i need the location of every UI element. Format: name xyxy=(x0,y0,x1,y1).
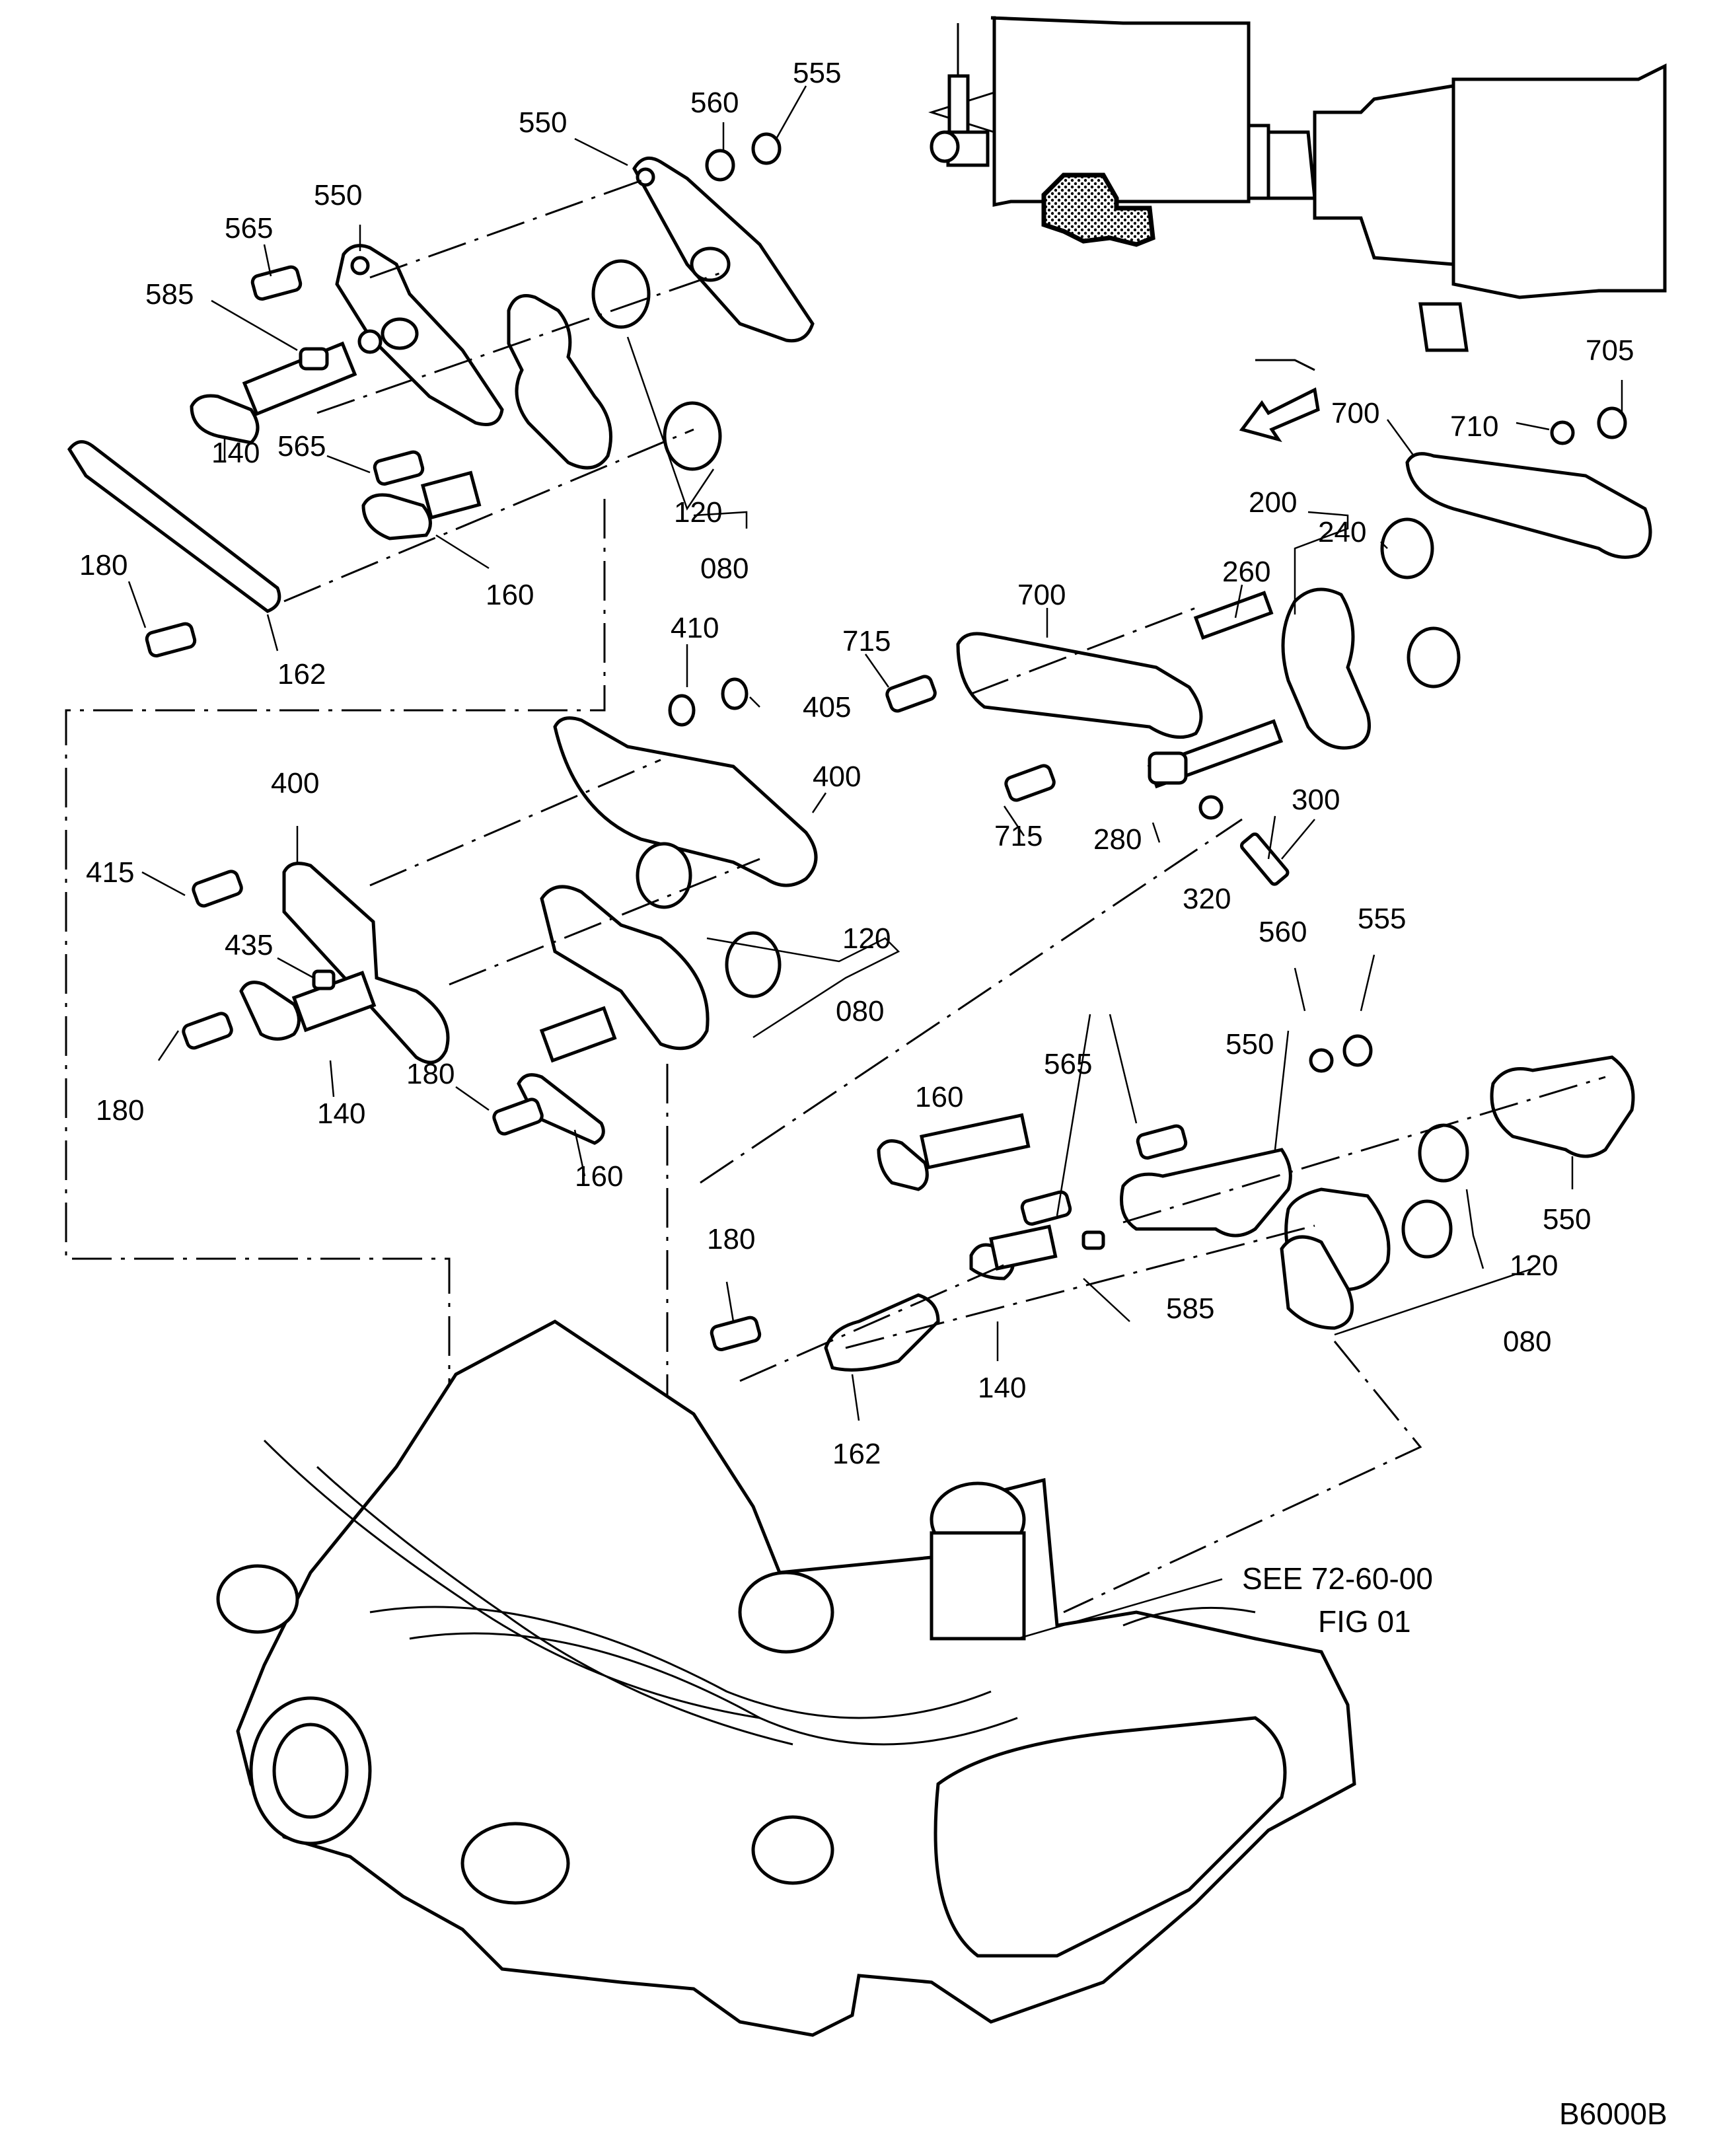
middle-left-mount-group xyxy=(182,677,818,1600)
callout-080: 080 xyxy=(1503,1325,1551,1358)
callout-715: 715 xyxy=(994,820,1043,852)
callout-700: 700 xyxy=(1017,579,1066,611)
callout-550: 550 xyxy=(314,179,362,211)
callout-585: 585 xyxy=(1166,1292,1214,1325)
callout-140: 140 xyxy=(211,437,260,469)
callout-180: 180 xyxy=(79,549,128,581)
location-arrow-icon xyxy=(1239,387,1320,443)
leader-lines xyxy=(128,85,1623,1421)
callout-400: 400 xyxy=(271,767,319,799)
callout-120: 120 xyxy=(674,496,722,529)
callout-180: 180 xyxy=(406,1058,455,1090)
callout-410: 410 xyxy=(671,612,719,644)
mount-location-highlight xyxy=(1041,172,1155,247)
callout-560: 560 xyxy=(690,87,739,119)
reference-note-line2: FIG 01 xyxy=(1318,1604,1411,1639)
callout-560: 560 xyxy=(1259,916,1307,948)
callout-140: 140 xyxy=(317,1097,365,1130)
callout-550: 550 xyxy=(1543,1203,1591,1236)
callout-120: 120 xyxy=(1510,1249,1558,1282)
callout-565: 565 xyxy=(1044,1048,1092,1080)
upper-left-mount-group xyxy=(65,132,815,1440)
lower-right-mount-group xyxy=(710,1034,1635,1614)
figure-id: B6000B xyxy=(1559,2097,1667,2131)
callout-550: 550 xyxy=(1226,1028,1274,1060)
callout-240: 240 xyxy=(1318,516,1366,548)
callout-415: 415 xyxy=(86,856,134,889)
callout-555: 555 xyxy=(793,57,841,89)
middle-right-mount-group xyxy=(700,406,1652,1184)
callout-400: 400 xyxy=(813,761,861,793)
link-part-080 xyxy=(507,294,612,470)
callout-585: 585 xyxy=(145,278,194,311)
callout-140: 140 xyxy=(978,1372,1026,1404)
callout-555: 555 xyxy=(1358,903,1406,935)
reference-note-line1: SEE 72-60-00 xyxy=(1242,1561,1433,1596)
callout-565: 565 xyxy=(225,212,273,244)
callout-labels: 550 560 555 550 565 585 565 140 120 080 … xyxy=(79,57,1667,2131)
callout-160: 160 xyxy=(486,579,534,611)
callout-162: 162 xyxy=(832,1438,881,1470)
callout-200: 200 xyxy=(1249,486,1297,519)
callout-320: 320 xyxy=(1183,883,1231,915)
callout-120: 120 xyxy=(842,922,891,955)
callout-080: 080 xyxy=(700,552,749,585)
callout-710: 710 xyxy=(1450,410,1498,443)
callout-080: 080 xyxy=(836,995,884,1027)
callout-180: 180 xyxy=(96,1094,144,1127)
callout-180: 180 xyxy=(707,1223,755,1255)
callout-715: 715 xyxy=(842,625,891,657)
callout-260: 260 xyxy=(1222,556,1270,588)
engine-location-inset xyxy=(928,16,1667,443)
engine-assembly xyxy=(216,1320,1356,2037)
callout-435: 435 xyxy=(225,929,273,961)
callout-162: 162 xyxy=(277,658,326,690)
callout-280: 280 xyxy=(1093,823,1142,856)
callout-405: 405 xyxy=(803,691,851,724)
callout-160: 160 xyxy=(575,1160,623,1193)
callout-550: 550 xyxy=(519,106,567,139)
callout-160: 160 xyxy=(915,1081,963,1113)
callout-700: 700 xyxy=(1331,397,1379,429)
callout-705: 705 xyxy=(1586,334,1634,367)
callout-565: 565 xyxy=(277,430,326,463)
callout-300: 300 xyxy=(1292,784,1340,816)
